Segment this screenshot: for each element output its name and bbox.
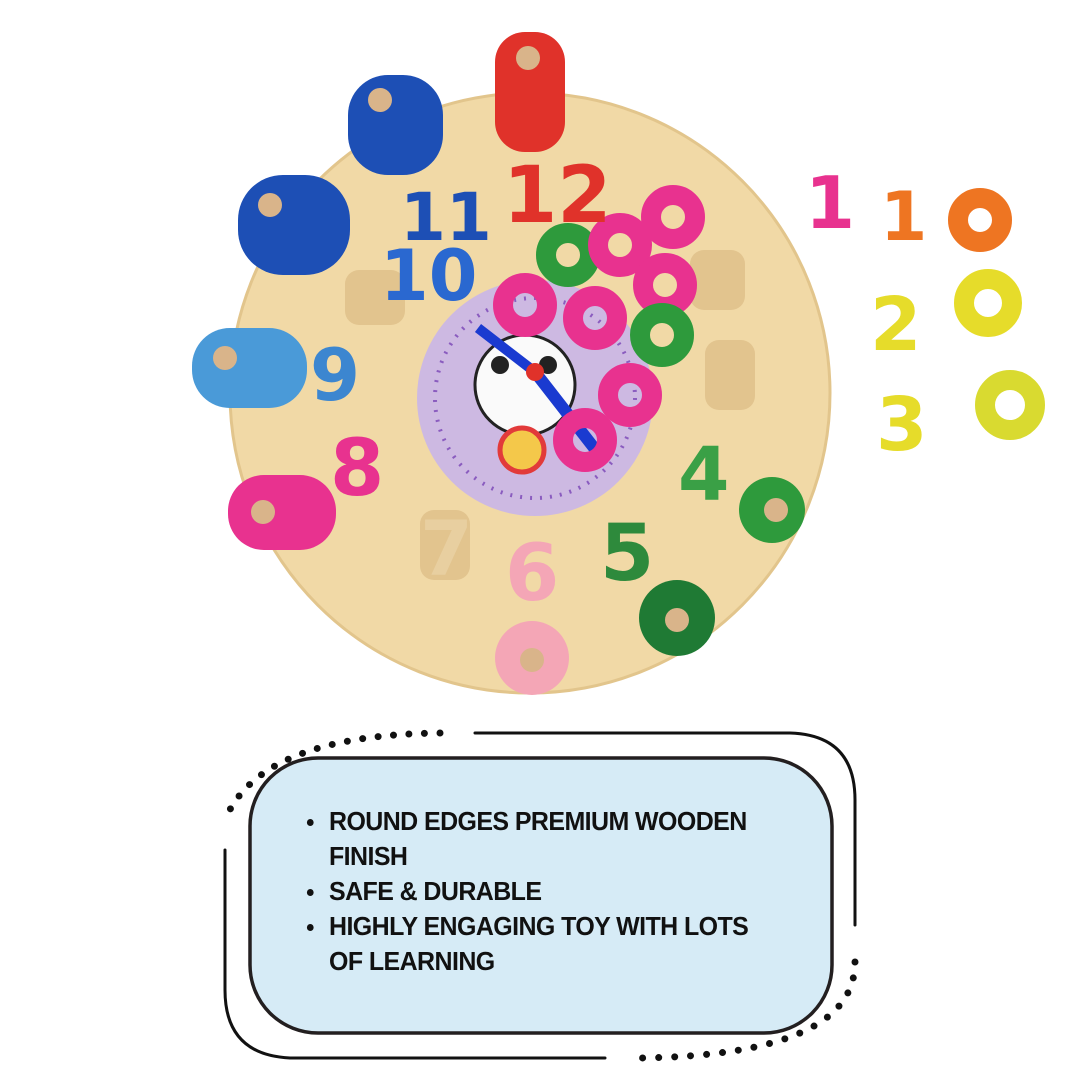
loose-number-3: 3: [876, 382, 928, 468]
clock-hand-short: [474, 324, 539, 376]
panda-icon: [473, 333, 577, 437]
ring-stacks: [192, 32, 805, 695]
number-piece-4: 4: [678, 432, 730, 518]
loose-number-1-orange: 1: [880, 178, 927, 257]
number-piece-11: 11: [400, 179, 492, 256]
panda-eye: [491, 356, 509, 374]
number-piece-6: 6: [505, 529, 559, 619]
feature-list: ROUND EDGES PREMIUM WOODEN FINISH SAFE &…: [305, 804, 800, 979]
number-piece-10: 10: [380, 235, 477, 317]
loose-number-1-pink: 1: [805, 161, 855, 245]
number-piece-8: 8: [330, 424, 384, 514]
loose-rings: [493, 185, 1045, 472]
number-piece-9: 9: [310, 333, 360, 417]
empty-slots: [345, 250, 755, 580]
loose-number-2: 2: [870, 282, 922, 368]
clock-hand-pin: [526, 363, 544, 381]
number-pieces: 12 11 10 9 8 7 6 5 4 1 1 2 3: [310, 151, 928, 619]
ball-icon: [497, 425, 547, 475]
number-piece-12: 12: [503, 151, 612, 241]
decorative-frame: [221, 729, 859, 1062]
features-panel: [248, 756, 834, 1035]
number-piece-5: 5: [600, 509, 654, 599]
number-slot-7: 7: [420, 504, 473, 593]
feature-item: ROUND EDGES PREMIUM WOODEN FINISH: [305, 804, 780, 874]
feature-item: HIGHLY ENGAGING TOY WITH LOTS OF LEARNIN…: [305, 909, 780, 979]
feature-item: SAFE & DURABLE: [305, 874, 780, 909]
